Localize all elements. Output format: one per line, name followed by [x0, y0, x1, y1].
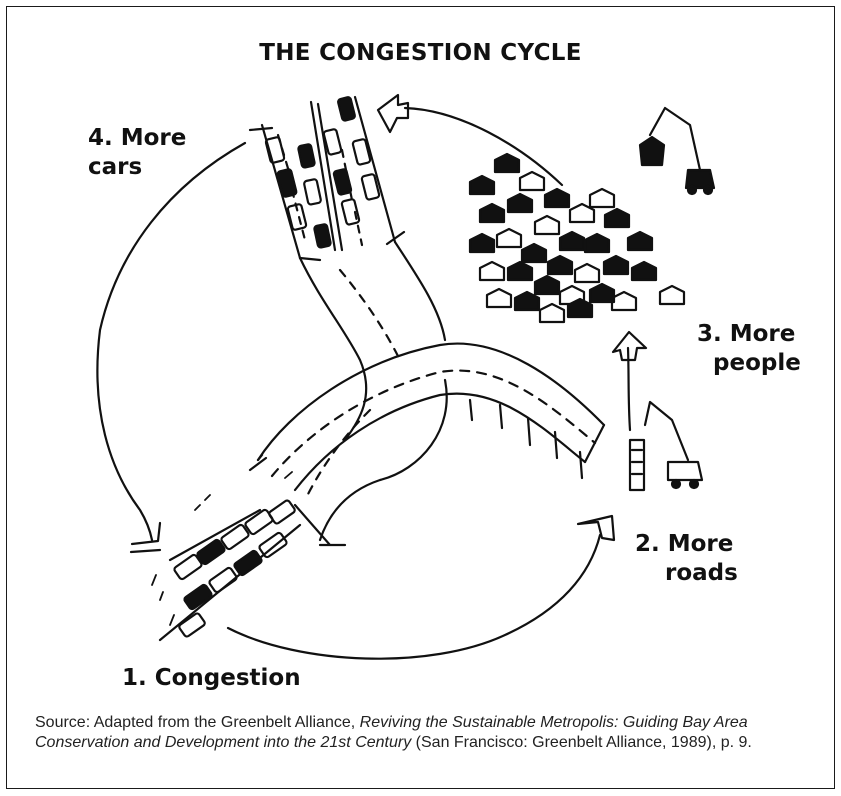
overpass-bottom-edge: [295, 394, 585, 490]
winding-road-lower: [320, 380, 447, 540]
road-edge-right: [355, 97, 395, 242]
overpass-pillars: [470, 400, 582, 478]
arrowhead-cars: [378, 95, 408, 132]
arrow-cars-to-congestion: [97, 143, 245, 540]
step-label-more-people: 3. More people: [697, 320, 801, 378]
congestion-road-left: [160, 510, 300, 640]
crane-middle: [630, 402, 702, 490]
winding-road-left: [300, 258, 366, 440]
arrowhead-congestion: [131, 523, 160, 552]
arrowhead-people: [613, 332, 646, 360]
step-label-congestion: 1. Congestion: [122, 664, 301, 693]
crane-top: [640, 108, 714, 194]
arrow-people-to-cars: [405, 108, 562, 185]
houses-cluster: [470, 154, 684, 322]
congestion-cars: [173, 499, 296, 637]
arrow-congestion-to-roads: [228, 535, 600, 659]
step-label-more-cars: 4. More cars: [88, 124, 186, 182]
source-prefix: Source: Adapted from the Greenbelt Allia…: [35, 714, 360, 731]
winding-road-right: [395, 242, 445, 340]
source-citation: Source: Adapted from the Greenbelt Allia…: [35, 713, 815, 752]
arrowhead-roads: [578, 516, 614, 540]
step-label-more-roads: 2. More roads: [635, 530, 738, 588]
overpass-top-edge: [258, 344, 604, 460]
source-suffix: (San Francisco: Greenbelt Alliance, 1989…: [411, 734, 752, 751]
